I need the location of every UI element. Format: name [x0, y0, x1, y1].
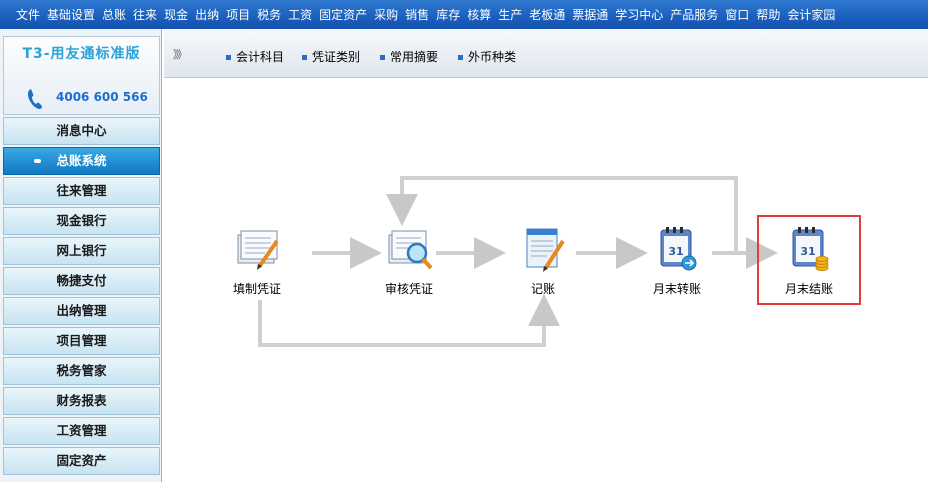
- bullet-icon: [380, 55, 385, 60]
- flow-connectors: [258, 176, 778, 347]
- sidebar-item-label: 往来管理: [56, 183, 107, 198]
- sidebar-item-label: 固定资产: [56, 453, 107, 468]
- tab-foreign-currencies[interactable]: 外币种类: [458, 48, 516, 65]
- tab-strip: 》》 会计科目 凭证类别 常用摘要 外币种类: [164, 29, 928, 78]
- sidebar-item[interactable]: 财务报表: [3, 387, 160, 415]
- month-end-close-icon: 31: [792, 227, 829, 271]
- menu-item[interactable]: 窗口: [725, 8, 750, 22]
- menu-item[interactable]: 工资: [288, 8, 313, 22]
- menu-item[interactable]: 生产: [498, 8, 523, 22]
- flow-node-review-voucher[interactable]: 审核凭证: [374, 221, 444, 297]
- sidebar-item[interactable]: 现金银行: [3, 207, 160, 235]
- menu-item[interactable]: 项目: [226, 8, 251, 22]
- menu-item[interactable]: 总账: [102, 8, 127, 22]
- sidebar: T3-用友通标准版 4006 600 566 消息中心总账系统往来管理现金银行网…: [0, 29, 162, 482]
- menu-item[interactable]: 会计家园: [787, 8, 836, 22]
- sidebar-item[interactable]: 网上银行: [3, 237, 160, 265]
- svg-text:31: 31: [800, 245, 815, 258]
- posting-icon: [526, 228, 565, 272]
- bullet-icon: [458, 55, 463, 60]
- flow-node-month-end-transfer[interactable]: 31 月末转账: [642, 221, 712, 297]
- tab-voucher-types[interactable]: 凭证类别: [302, 48, 360, 65]
- sidebar-item-label: 财务报表: [56, 393, 107, 408]
- flow-node-fill-voucher[interactable]: 填制凭证: [222, 221, 292, 297]
- menu-item[interactable]: 票据通: [572, 8, 609, 22]
- menu-item[interactable]: 文件: [16, 8, 41, 22]
- sidebar-item[interactable]: 畅捷支付: [3, 267, 160, 295]
- sidebar-item-label: 工资管理: [56, 423, 107, 438]
- sidebar-item[interactable]: 工资管理: [3, 417, 160, 445]
- sidebar-nav: 消息中心总账系统往来管理现金银行网上银行畅捷支付出纳管理项目管理税务管家财务报表…: [3, 117, 160, 477]
- menu-item[interactable]: 基础设置: [47, 8, 96, 22]
- menu-item[interactable]: 老板通: [529, 8, 566, 22]
- loop-transfer-to-review: [386, 176, 738, 253]
- svg-text:31: 31: [668, 245, 683, 258]
- flow-node-label: 审核凭证: [384, 282, 433, 296]
- menu-item[interactable]: 出纳: [195, 8, 220, 22]
- voucher-review-icon: [388, 230, 433, 270]
- flow-node-month-end-close[interactable]: 31 月末结账: [774, 221, 844, 297]
- menu-item[interactable]: 产品服务: [670, 8, 719, 22]
- sidebar-item[interactable]: 总账系统: [3, 147, 160, 175]
- sidebar-item[interactable]: 固定资产: [3, 447, 160, 475]
- menu-item[interactable]: 现金: [164, 8, 189, 22]
- phone-icon: [27, 89, 42, 109]
- brand-panel: T3-用友通标准版 4006 600 566: [3, 36, 160, 115]
- menu-bar: 文件基础设置总账往来现金出纳项目税务工资固定资产采购销售库存核算生产老板通票据通…: [0, 0, 928, 29]
- sidebar-item[interactable]: 往来管理: [3, 177, 160, 205]
- flow-node-label: 记账: [530, 282, 555, 296]
- sidebar-item-label: 网上银行: [56, 243, 107, 258]
- menu-item[interactable]: 学习中心: [615, 8, 664, 22]
- brand-title: T3-用友通标准版: [22, 46, 141, 62]
- sidebar-item-label: 总账系统: [56, 153, 107, 168]
- menu-item[interactable]: 税务: [257, 8, 282, 22]
- flow-node-label: 月末转账: [652, 282, 701, 296]
- flow-node-post[interactable]: 记账: [508, 221, 578, 297]
- sidebar-item[interactable]: 消息中心: [3, 117, 160, 145]
- bullet-icon: [302, 55, 307, 60]
- menu-item[interactable]: 库存: [436, 8, 461, 22]
- sidebar-item-label: 项目管理: [56, 333, 107, 348]
- collapse-toggle[interactable]: 》》: [173, 48, 187, 61]
- flow-node-label: 填制凭证: [232, 282, 281, 296]
- sidebar-item-label: 消息中心: [56, 123, 107, 138]
- menu-item[interactable]: 帮助: [756, 8, 781, 22]
- sidebar-item[interactable]: 出纳管理: [3, 297, 160, 325]
- sidebar-item-label: 税务管家: [56, 363, 107, 378]
- sidebar-item-label: 畅捷支付: [56, 273, 107, 288]
- tab-account-subjects[interactable]: 会计科目: [226, 48, 284, 65]
- bullet-icon: [226, 55, 231, 60]
- menu-item[interactable]: 往来: [133, 8, 158, 22]
- sidebar-item[interactable]: 税务管家: [3, 357, 160, 385]
- workflow-area: 填制凭证 审核凭证 记账 31 月: [164, 78, 928, 482]
- loop-fill-to-post: [258, 294, 560, 347]
- menu-item[interactable]: 固定资产: [319, 8, 368, 22]
- month-end-transfer-icon: 31: [660, 227, 697, 271]
- sidebar-item-label: 出纳管理: [56, 303, 107, 318]
- voucher-entry-icon: [237, 230, 279, 270]
- menu-item[interactable]: 销售: [405, 8, 430, 22]
- menu-list: 文件基础设置总账往来现金出纳项目税务工资固定资产采购销售库存核算生产老板通票据通…: [0, 0, 928, 29]
- menu-item[interactable]: 采购: [374, 8, 399, 22]
- sidebar-item-label: 现金银行: [56, 213, 107, 228]
- sidebar-item[interactable]: 项目管理: [3, 327, 160, 355]
- active-dot-icon: [34, 159, 41, 163]
- tab-common-summaries[interactable]: 常用摘要: [380, 48, 438, 65]
- highlight-box: [757, 215, 861, 305]
- brand-phone: 4006 600 566: [56, 90, 148, 104]
- flow-node-label: 月末结账: [784, 282, 833, 296]
- menu-item[interactable]: 核算: [467, 8, 492, 22]
